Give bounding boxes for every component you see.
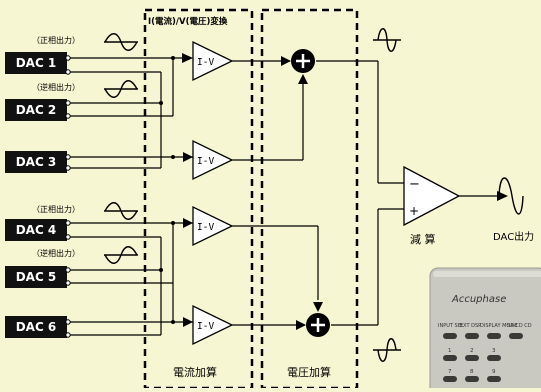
arrowheads bbox=[182, 53, 508, 330]
iv-converter-4: I-V bbox=[192, 304, 234, 346]
phase-label-positive-2: （正相出力） bbox=[32, 204, 80, 214]
iv-triangle-1 bbox=[192, 40, 234, 82]
arrow-to-adder-1 bbox=[281, 56, 291, 66]
remote-digit-9: 9 bbox=[492, 369, 496, 375]
adder-1 bbox=[291, 49, 315, 73]
arrow-to-iv-2 bbox=[183, 152, 193, 162]
subtractor-label: 減 算 bbox=[410, 232, 436, 246]
dac-6-box bbox=[5, 316, 67, 338]
dac-5-box bbox=[5, 266, 67, 288]
output-sine-icon bbox=[498, 177, 524, 215]
remote-control-image: Accuphase INPUT SEL EXT DSP DISPLAY MODE… bbox=[429, 267, 541, 392]
remote-digit-8: 8 bbox=[470, 369, 474, 375]
remote-btn-label-4: SA-CD CD bbox=[507, 323, 532, 329]
iv-converter-3: I-V bbox=[192, 205, 234, 247]
sine-adder-1-icon bbox=[373, 28, 401, 52]
conversion-title: I(電流)/V(電圧)変換 bbox=[148, 16, 228, 27]
dac-3-block: DAC 3 bbox=[5, 151, 67, 173]
remote-buttons bbox=[443, 333, 523, 382]
remote-digit-1: 1 bbox=[448, 348, 452, 354]
remote-brand: Accuphase bbox=[451, 294, 506, 305]
remote-btn-label-1: INPUT SEL bbox=[438, 323, 464, 329]
dac-2-box bbox=[5, 99, 67, 121]
iv-label-1: I-V bbox=[197, 57, 214, 68]
dac-2-label: DAC 2 bbox=[16, 103, 57, 117]
remote-btn-label-2: EXT DSP bbox=[460, 323, 481, 329]
dac-6-block: DAC 6 bbox=[5, 316, 67, 338]
phase-label-negative-1: （逆相出力） bbox=[32, 82, 80, 92]
iv-triangle-4 bbox=[192, 304, 234, 346]
remote-digit-2: 2 bbox=[470, 348, 474, 354]
remote-digit-7: 7 bbox=[448, 369, 452, 375]
iv-label-4: I-V bbox=[197, 321, 214, 332]
dac-5-label: DAC 5 bbox=[16, 270, 57, 284]
iv-converter-2: I-V bbox=[192, 139, 234, 181]
current-sum-label: 電流加算 bbox=[173, 365, 217, 379]
sine-negative-icon-2 bbox=[104, 246, 138, 264]
remote-digit-3: 3 bbox=[492, 348, 496, 354]
remote-body bbox=[429, 267, 541, 392]
iv-label-2: I-V bbox=[197, 156, 214, 167]
current-sum-section-box bbox=[143, 8, 254, 390]
arrow-down-to-adder-2 bbox=[313, 302, 323, 312]
junction-dots bbox=[159, 56, 175, 324]
arrow-to-iv-1 bbox=[182, 53, 193, 63]
iv-converter-1: I-V bbox=[192, 40, 234, 82]
dac-1-block: DAC 1 bbox=[5, 52, 67, 74]
remote-btn-label-3: DISPLAY MODE bbox=[480, 323, 517, 329]
dac-1-box bbox=[5, 52, 67, 74]
dac-4-block: DAC 4 bbox=[5, 219, 67, 241]
dac-1-label: DAC 1 bbox=[16, 56, 57, 70]
iv-triangle-3 bbox=[192, 205, 234, 247]
phase-label-positive-1: （正相出力） bbox=[32, 35, 80, 45]
adder-2 bbox=[306, 313, 330, 337]
sine-negative-icon-1 bbox=[104, 80, 138, 98]
iv-label-3: I-V bbox=[197, 222, 214, 233]
dac-3-box bbox=[5, 151, 67, 173]
phase-label-negative-2: （逆相出力） bbox=[32, 248, 80, 258]
subtractor-minus: − bbox=[409, 177, 420, 192]
dac-2-block: DAC 2 bbox=[5, 99, 67, 121]
subtractor-triangle bbox=[403, 165, 461, 227]
dac-5-block: DAC 5 bbox=[5, 266, 67, 288]
output-label: DAC出力 bbox=[493, 230, 534, 243]
output-terminals bbox=[65, 55, 71, 338]
subtractor-plus: + bbox=[409, 204, 419, 218]
sine-positive-icon-2 bbox=[104, 202, 138, 220]
sine-adder-2-icon bbox=[373, 338, 401, 362]
subtractor: − + 減 算 bbox=[403, 165, 461, 246]
iv-triangle-2 bbox=[192, 139, 234, 181]
arrow-to-iv-3 bbox=[183, 218, 193, 228]
dac-4-box bbox=[5, 219, 67, 241]
dac-4-label: DAC 4 bbox=[16, 223, 57, 237]
arrow-to-adder-2 bbox=[296, 320, 306, 330]
dac-6-label: DAC 6 bbox=[16, 320, 57, 334]
arrow-to-iv-4 bbox=[183, 317, 193, 327]
sine-positive-icon-1 bbox=[104, 33, 138, 51]
dac-3-label: DAC 3 bbox=[16, 155, 57, 169]
arrow-up-to-adder-1 bbox=[298, 74, 308, 84]
voltage-sum-label: 電圧加算 bbox=[287, 365, 331, 379]
